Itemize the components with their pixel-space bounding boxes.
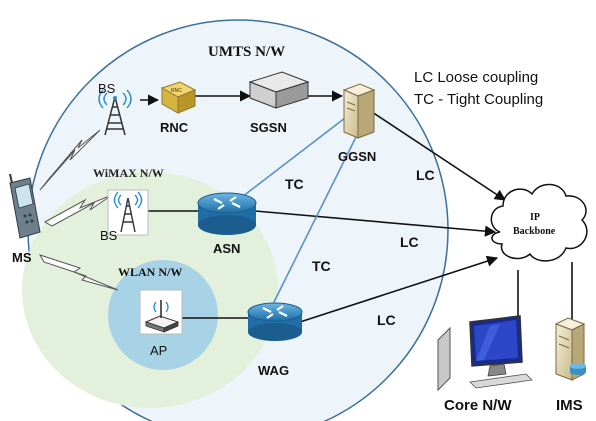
signal-ms-ap [38,254,119,291]
tower-server-icon [554,317,586,381]
sgsn-node[interactable]: SGSN [248,71,310,135]
wag-label: WAG [258,363,289,378]
asn-label: ASN [213,241,240,256]
legend-lc: LC Loose coupling [414,69,538,86]
ggsn-ip-link [371,111,506,201]
core-node[interactable]: Core N/W [437,315,533,414]
bs-wimax-label: BS [100,228,118,243]
wag-ip-link [299,255,499,323]
ip-label: IP [530,212,540,223]
ggsn-node[interactable]: GGSN [338,83,376,164]
ms-node[interactable]: MS [9,173,41,265]
rnc-box-icon: RNC [160,81,197,114]
lc-label-1: LC [416,167,435,183]
lc-label-2: LC [400,234,419,250]
antenna-tower-icon [98,89,132,136]
wifi-ap-icon [144,300,180,333]
ims-label: IMS [556,397,583,414]
bs-top-node[interactable]: BS [98,81,132,136]
wag-ggsn-tc-link [271,124,363,307]
ims-node[interactable]: IMS [554,317,586,414]
lc-label-3: LC [377,312,396,328]
bs-wimax-node[interactable]: BS [100,189,149,243]
svg-text:RNC: RNC [171,88,182,94]
wag-node[interactable]: WAG [247,302,303,378]
backbone-label: Backbone [513,226,556,237]
rnc-node[interactable]: RNC RNC [160,81,197,135]
ggsn-label: GGSN [338,149,376,164]
core-label: Core N/W [444,397,512,414]
wimax-label: WiMAX N/W [93,166,164,180]
router-icon [197,192,257,235]
bs-top-label: BS [98,81,116,96]
server-icon [248,71,310,109]
wireless-signals [38,129,119,291]
computer-icon [437,315,533,392]
asn-ip-link [254,210,497,237]
tc-links [237,117,363,307]
tc-label-2: TC [312,258,331,274]
tower-server-icon [342,83,376,139]
ap-node[interactable]: AP [139,289,183,358]
rnc-label: RNC [160,120,189,135]
router-icon [247,302,303,341]
ms-label: MS [12,250,32,265]
tc-label-1: TC [285,176,304,192]
sgsn-label: SGSN [250,120,287,135]
links [140,90,573,325]
antenna-tower-icon [113,191,143,233]
asn-node[interactable]: ASN [197,192,257,256]
legend-tc: TC - Tight Coupling [414,91,543,108]
signal-ms-bs-wimax [43,194,113,227]
umts-label: UMTS N/W [208,44,285,60]
phone-icon [9,173,41,239]
ap-label: AP [150,343,167,358]
ip-backbone-node[interactable]: IP Backbone [490,183,588,262]
wlan-label: WLAN N/W [118,265,182,279]
signal-ms-bs-top [39,129,101,191]
cloud-icon [490,183,588,262]
asn-ggsn-tc-link [237,117,346,201]
